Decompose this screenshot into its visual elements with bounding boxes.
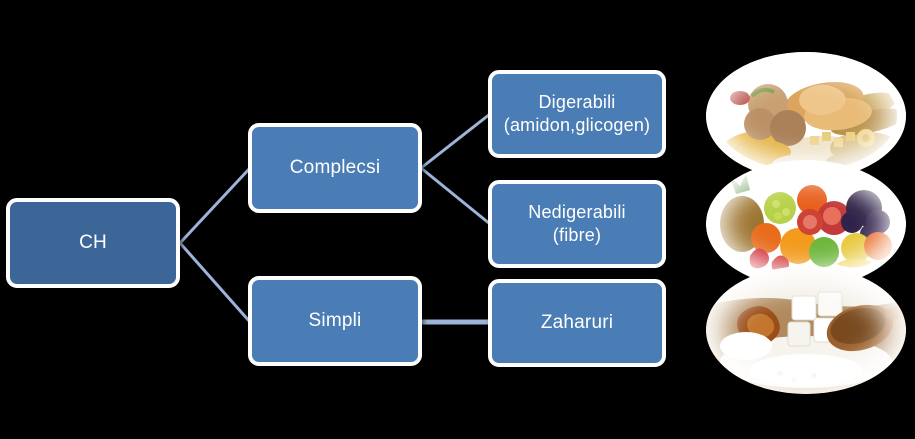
connector-complecsi-to-digerabili <box>420 112 491 170</box>
fruits-photo <box>706 160 906 288</box>
node-digerabili-label: Digerabili (amidon,glicogen) <box>503 91 651 135</box>
connector-ch-to-complecsi <box>178 166 252 245</box>
node-simpli-label: Simpli <box>308 309 362 331</box>
sugars-photo <box>706 266 906 394</box>
node-digerabili[interactable]: Digerabili (amidon,glicogen) <box>488 70 666 158</box>
food-photo-collage <box>706 52 906 394</box>
node-zaharuri[interactable]: Zaharuri <box>488 279 666 367</box>
node-complecsi-label: Complecsi <box>289 156 381 178</box>
node-ch[interactable]: CH <box>6 198 180 288</box>
node-ch-label: CH <box>79 231 107 253</box>
node-nedigerabili[interactable]: Nedigerabili (fibre) <box>488 180 666 268</box>
photo-edge-fade <box>706 266 906 394</box>
bread-grains-pasta-photo <box>706 52 906 180</box>
node-simpli[interactable]: Simpli <box>248 276 422 366</box>
node-complecsi[interactable]: Complecsi <box>248 123 422 213</box>
connector-complecsi-to-nedigerabili <box>420 166 491 226</box>
connector-ch-to-simpli <box>178 242 252 323</box>
node-zaharuri-label: Zaharuri <box>540 311 614 333</box>
node-nedigerabili-label: Nedigerabili (fibre) <box>528 201 626 245</box>
